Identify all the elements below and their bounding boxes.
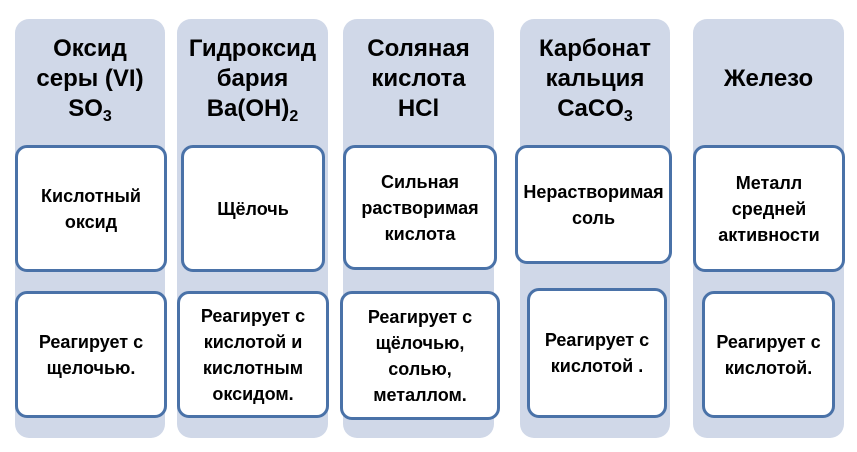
header-line: Оксид [53,35,127,62]
property-box: Реагирует с кислотой. [702,291,835,418]
property-box: Реагирует с щелочью. [15,291,167,418]
formula: Ba(OH)2 [206,95,299,125]
property-box: Реагирует с щёлочью, солью, металлом. [340,291,500,420]
column-header: Соляная кислота HCl [343,19,494,139]
header-line: кальция [545,65,645,92]
column-header: Гидроксид бария Ba(OH)2 [177,19,328,139]
header-line: Карбонат [538,35,652,62]
type-box: Щёлочь [181,145,325,272]
formula: SO3 [68,95,112,125]
property-box: Реагирует с кислотой . [527,288,667,418]
type-box: Кислотный оксид [15,145,167,272]
header-line: кислота [371,65,466,92]
type-box: Металл средней активности [693,145,845,272]
type-box: Сильная растворимая кислота [343,145,497,270]
column-header: Оксид серы (VI) SO3 [15,19,165,139]
header-line: бария [216,65,289,92]
header-line: Гидроксид [188,35,317,62]
property-box: Реагирует с кислотой и кислотным оксидом… [177,291,329,418]
column-header: Железо [693,19,844,139]
formula: CaCO3 [557,95,633,125]
header-line: серы (VI) [36,65,144,92]
header-line: Железо [723,65,814,92]
column-header: Карбонат кальция CaCO3 [520,19,670,139]
type-box: Нерастворимая соль [515,145,672,264]
formula: HCl [397,95,440,122]
header-line: Соляная [367,35,470,62]
